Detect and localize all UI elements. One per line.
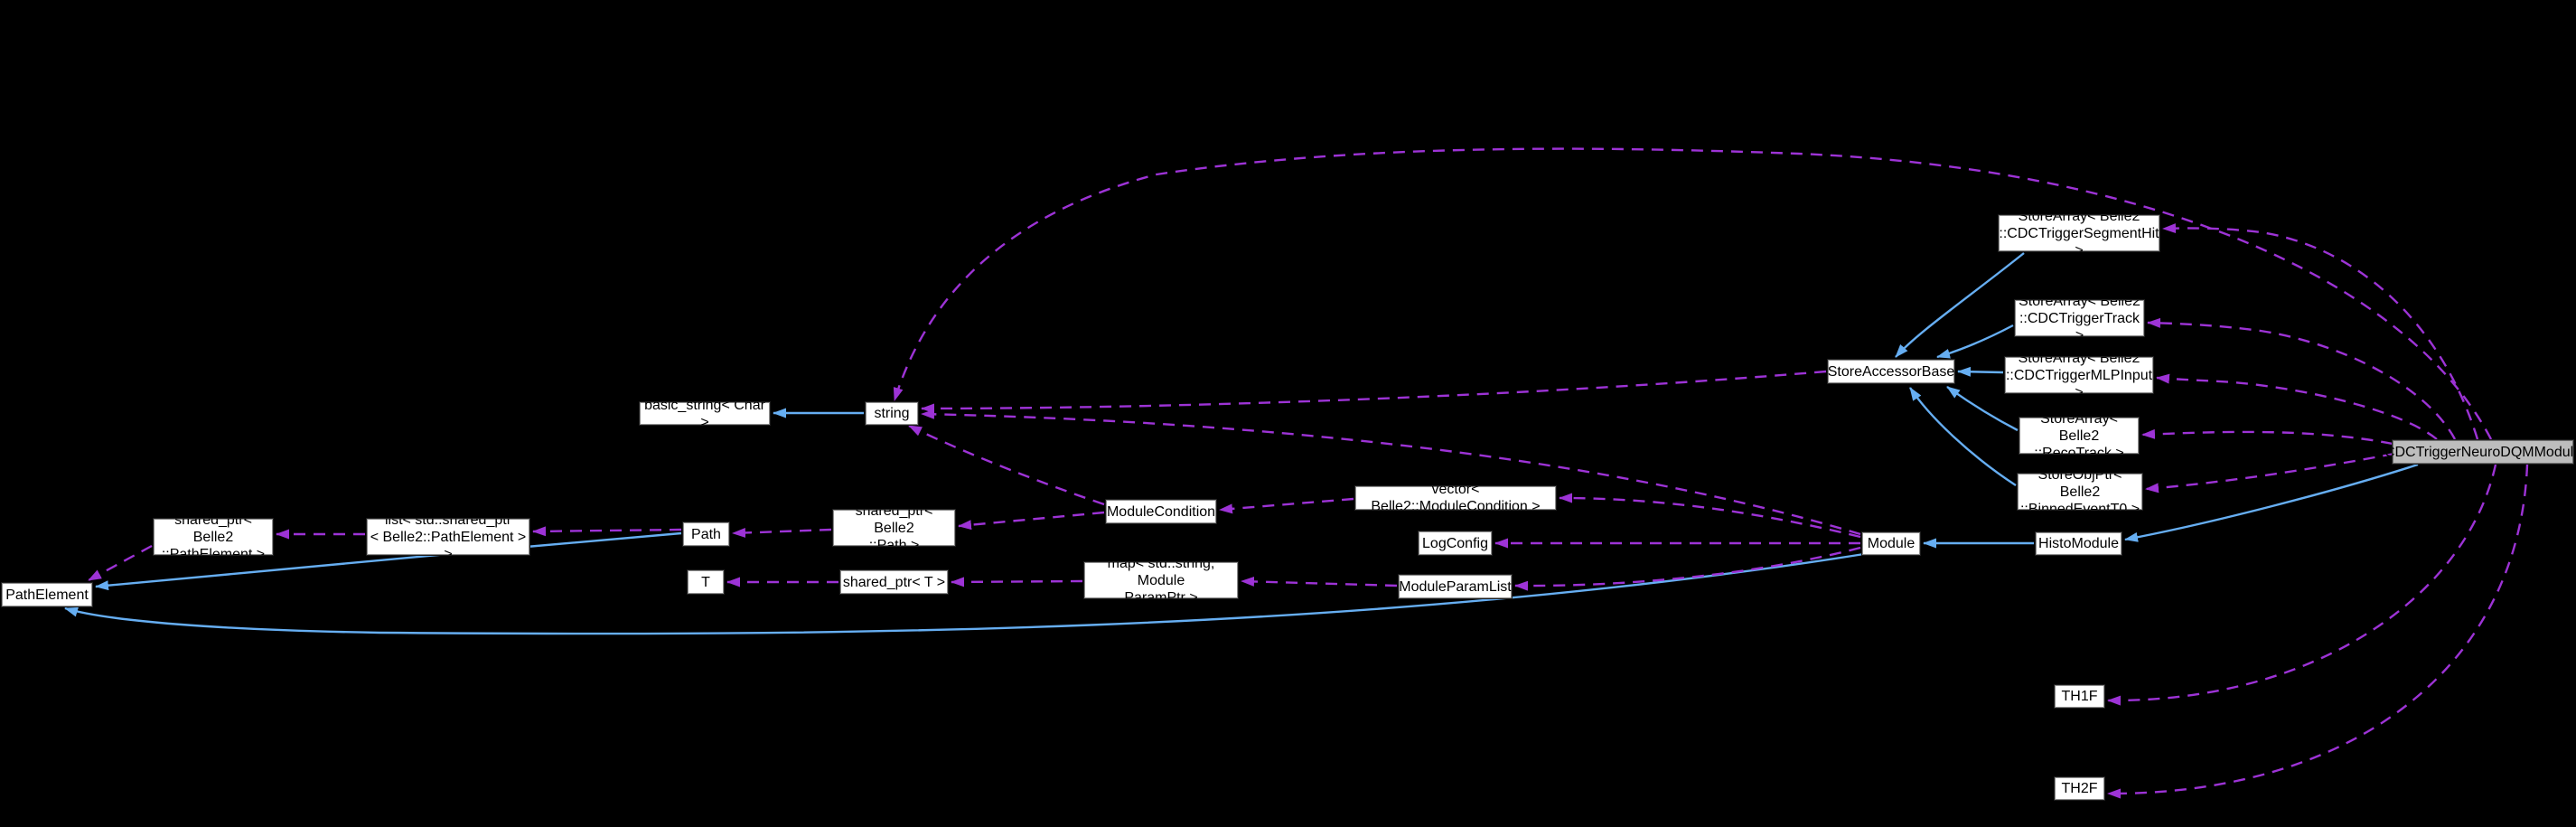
class-node-basic-string[interactable]: basic_string< Char > xyxy=(639,398,771,430)
class-node-th2f[interactable]: TH2F xyxy=(2054,776,2105,801)
edge-shared-ptr-path-to-path xyxy=(732,527,832,538)
edge-cdctriggerneurodqmmodule-to-histo-module xyxy=(2124,463,2419,542)
edge-path-to-path-element xyxy=(95,531,682,591)
class-node-storearray-recotrack[interactable]: StoreArray< Belle2 ::RecoTrack > xyxy=(2019,411,2140,461)
class-node-t[interactable]: T xyxy=(687,569,725,595)
edge-module-to-path-element xyxy=(64,552,1865,635)
class-node-shared-ptr-t[interactable]: shared_ptr< T > xyxy=(839,569,949,595)
edge-cdctriggerneurodqmmodule-to-storearray-cdctriggersegmenthit xyxy=(2162,223,2479,440)
class-node-vector-module-condition[interactable]: vector< Belle2::ModuleCondition > xyxy=(1354,482,1557,514)
edge-module-param-list-to-map-string-moduleparamptr xyxy=(1241,576,1398,587)
edge-store-accessor-base-to-string xyxy=(921,370,1827,414)
class-node-shared-ptr-path[interactable]: shared_ptr< Belle2 ::Path > xyxy=(832,503,956,553)
edge-storearray-cdctriggermlpinput-to-store-accessor-base xyxy=(1957,366,2004,377)
class-node-list-shared-ptr-path-element[interactable]: list< std::shared_ptr < Belle2::PathElem… xyxy=(366,512,530,562)
edge-map-string-moduleparamptr-to-shared-ptr-t xyxy=(951,577,1083,587)
edge-storearray-cdctriggersegmenthit-to-store-accessor-base xyxy=(1895,252,2025,358)
class-node-th1f[interactable]: TH1F xyxy=(2054,684,2105,709)
edge-module-condition-to-shared-ptr-path xyxy=(958,511,1105,531)
edge-cdctriggerneurodqmmodule-to-storeobjptr-binnedeventt0 xyxy=(2145,452,2395,493)
class-node-map-string-moduleparamptr[interactable]: map< std::string, Module ParamPtr > xyxy=(1083,556,1239,606)
class-node-module[interactable]: Module xyxy=(1861,531,1921,556)
class-node-path-element[interactable]: PathElement xyxy=(1,582,93,607)
class-node-storeobjptr-binnedeventt0[interactable]: StoreObjPtr< Belle2 ::BinnedEventT0 > xyxy=(2017,467,2143,517)
class-node-cdctriggerneurodqmmodule: CDCTriggerNeuroDQMModule xyxy=(2384,439,2576,465)
class-node-string[interactable]: string xyxy=(865,401,919,426)
edge-storeobjptr-binnedeventt0-to-store-accessor-base xyxy=(1909,387,2017,487)
edge-cdctriggerneurodqmmodule-to-storearray-cdctriggertrack xyxy=(2147,317,2457,440)
class-node-histo-module[interactable]: HistoModule xyxy=(2035,531,2122,556)
edge-vector-module-condition-to-module-condition xyxy=(1219,497,1354,514)
edge-cdctriggerneurodqmmodule-to-th1f xyxy=(2107,464,2497,706)
class-node-storearray-cdctriggertrack[interactable]: StoreArray< Belle2 ::CDCTriggerTrack > xyxy=(2014,294,2145,343)
class-node-shared-ptr-path-element[interactable]: shared_ptr< Belle2 ::PathElement > xyxy=(153,512,274,562)
class-node-path[interactable]: Path xyxy=(682,522,730,547)
edge-module-to-module-param-list xyxy=(1514,546,1861,591)
edge-storearray-recotrack-to-store-accessor-base xyxy=(1946,386,2019,432)
edge-cdctriggerneurodqmmodule-to-storearray-recotrack xyxy=(2141,428,2393,446)
class-node-log-config[interactable]: LogConfig xyxy=(1418,531,1493,556)
class-node-storearray-cdctriggermlpinput[interactable]: StoreArray< Belle2 ::CDCTriggerMLPInput … xyxy=(2004,350,2154,400)
class-node-module-param-list[interactable]: ModuleParamList xyxy=(1398,574,1513,599)
edge-shared-ptr-path-element-to-path-element xyxy=(88,544,153,582)
edge-path-to-list-shared-ptr-path-element xyxy=(532,526,682,537)
edge-cdctriggerneurodqmmodule-to-string xyxy=(893,147,2493,440)
class-node-storearray-cdctriggersegmenthit[interactable]: StoreArray< Belle2 ::CDCTriggerSegmentHi… xyxy=(1998,208,2160,258)
class-node-module-condition[interactable]: ModuleCondition xyxy=(1105,499,1217,524)
edge-module-to-vector-module-condition xyxy=(1559,493,1861,539)
edge-module-condition-to-string xyxy=(908,424,1105,506)
edge-cdctriggerneurodqmmodule-to-storearray-cdctriggermlpinput xyxy=(2156,373,2438,440)
edge-cdctriggerneurodqmmodule-to-th2f xyxy=(2107,464,2529,799)
class-node-store-accessor-base[interactable]: StoreAccessorBase xyxy=(1827,359,1955,384)
edge-storearray-cdctriggertrack-to-store-accessor-base xyxy=(1936,324,2014,359)
